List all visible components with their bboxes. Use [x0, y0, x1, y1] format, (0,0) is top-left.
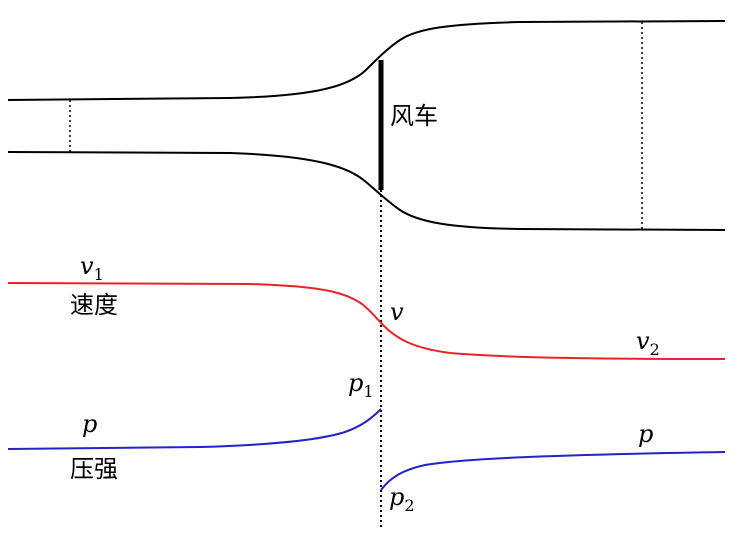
speed-curve [7, 282, 726, 360]
p-left-symbol: p [82, 410, 97, 438]
p-right-symbol: p [638, 420, 653, 448]
v-symbol: v [390, 298, 404, 326]
windmill-label: 风车 [390, 102, 438, 130]
speed-label: 速度 [70, 291, 118, 319]
v2-symbol: v2 [636, 327, 660, 359]
pressure-curve-downstream [380, 451, 726, 491]
pressure-curve-upstream [7, 408, 382, 450]
pressure-label: 压强 [70, 455, 118, 483]
p1-symbol: p1 [348, 369, 374, 401]
streamtube-upper-boundary [7, 20, 726, 101]
v1-symbol: v1 [80, 252, 104, 284]
streamtube-lower-boundary [7, 151, 726, 231]
p2-symbol: p2 [389, 483, 415, 515]
